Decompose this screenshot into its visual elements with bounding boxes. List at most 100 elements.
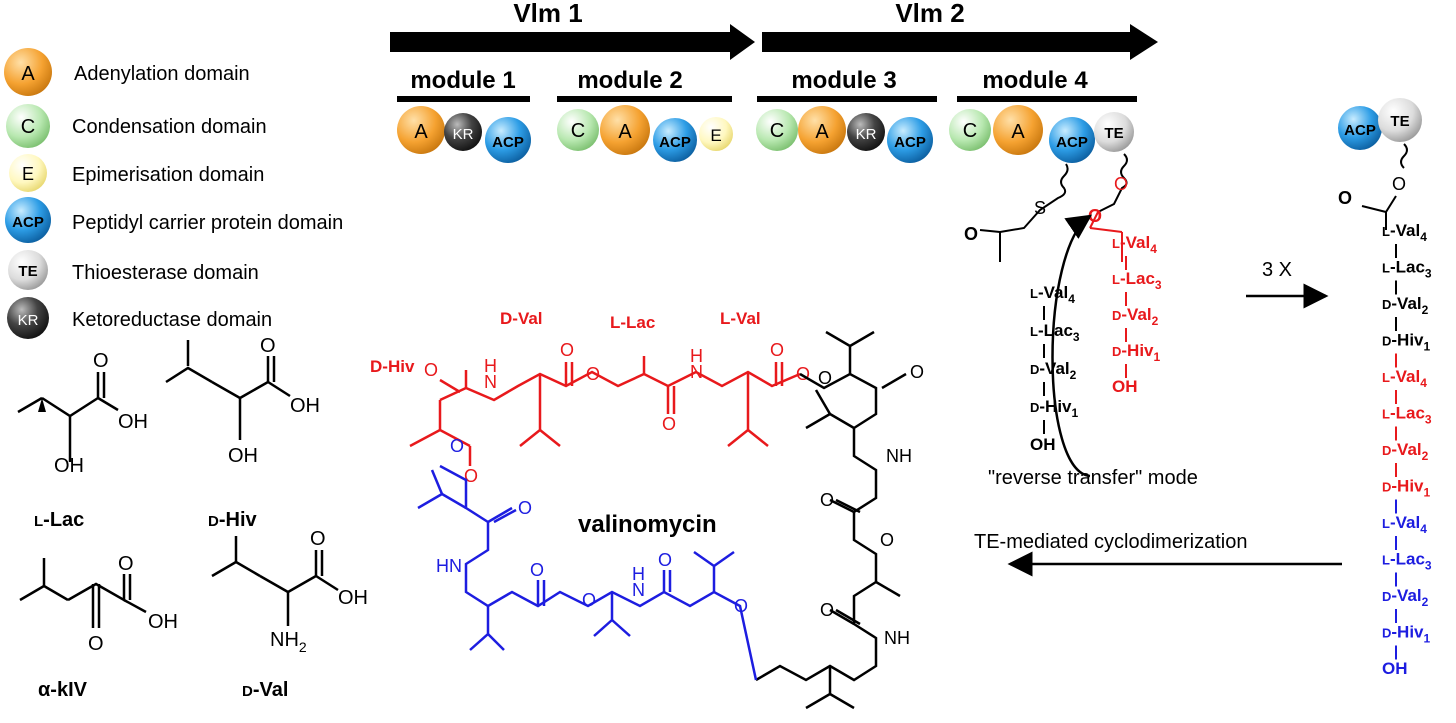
svg-text:O: O (424, 360, 438, 380)
svg-text:HN: HN (436, 556, 462, 576)
repeat-label: 3 X (1262, 259, 1292, 281)
residue-label: L-Val (720, 309, 761, 328)
domain-label: ACP (894, 134, 926, 151)
chain-residue: L-Lac3 (1382, 404, 1432, 427)
gene-arrow-vlm2: Vlm 2 (762, 0, 1158, 60)
svg-text:OH: OH (290, 395, 320, 417)
domain-label: A (414, 121, 428, 143)
chain-residue: L-Val4 (1382, 513, 1427, 536)
domain-label: ACP (659, 134, 691, 151)
svg-text:N: N (690, 362, 703, 382)
svg-text:O: O (1114, 174, 1128, 194)
adenylation-domain (993, 105, 1043, 155)
legend-item-adenylation: A Adenylation domain (4, 48, 250, 96)
monomer-name: D-Hiv (208, 509, 258, 531)
valinomycin-black-atoms: O O NH O O O NH (818, 362, 924, 648)
adenylation-domain (397, 106, 445, 154)
monomer-d-val (211, 536, 339, 626)
condensation-domain (949, 109, 991, 151)
legend: A Adenylation domain C Condensation doma… (4, 48, 343, 339)
svg-text:OH: OH (118, 411, 148, 433)
svg-text:O: O (88, 633, 104, 655)
epimerisation-domain (699, 117, 733, 151)
svg-text:TE: TE (18, 263, 37, 280)
cyclodimerization-label: TE-mediated cyclodimerization (974, 531, 1247, 553)
residue-label: D-Hiv (370, 357, 415, 376)
svg-text:O: O (560, 340, 574, 360)
svg-text:TE: TE (1390, 113, 1409, 130)
chain-residue: L-Val4 (1112, 233, 1157, 256)
chain-residue: L-Lac3 (1112, 269, 1162, 292)
chain-residue: L-Val4 (1382, 367, 1427, 390)
chain-residue: L-Lac3 (1382, 550, 1432, 573)
svg-text:O: O (734, 596, 748, 616)
peptidyl-carrier-protein-domain (485, 117, 531, 163)
gene-arrow-vlm1: Vlm 1 (390, 0, 755, 60)
svg-text:O: O (820, 490, 834, 510)
svg-text:O: O (662, 414, 676, 434)
module-3-domains: C A KR ACP (756, 106, 933, 163)
chain-residue: D-Val2 (1382, 586, 1429, 609)
domain-label: ACP (1056, 134, 1088, 151)
chain-residue: D-Hiv1 (1112, 341, 1161, 364)
peptidyl-carrier-protein-domain (1049, 117, 1095, 163)
svg-text:Thioesterase domain: Thioesterase domain (72, 262, 259, 284)
svg-text:OH: OH (338, 587, 368, 609)
svg-text:OH: OH (148, 611, 178, 633)
monomer-name: L-Lac (34, 509, 84, 531)
domain-label: C (963, 120, 977, 142)
svg-text:N: N (484, 372, 497, 392)
module-bar (557, 96, 732, 102)
valinomycin-blue-atoms: O O HN O O H N O O (436, 436, 748, 616)
svg-text:O: O (450, 436, 464, 456)
monomer-name: α-kIV (38, 679, 88, 701)
chain-residue: L-Lac3 (1382, 258, 1432, 281)
monomer-l-lac-labels: O OH OH L-Lac (34, 350, 148, 531)
domain-label: A (618, 121, 632, 143)
module-label: module 3 (791, 67, 896, 94)
module-2: module 2 (557, 67, 732, 102)
svg-text:O: O (530, 560, 544, 580)
svg-text:O: O (964, 224, 978, 244)
svg-text:O: O (1088, 206, 1102, 226)
svg-text:O: O (1392, 174, 1406, 194)
svg-text:NH: NH (886, 446, 912, 466)
monomer-d-val-labels: O OH NH2 D-Val (242, 528, 368, 701)
svg-text:O: O (770, 340, 784, 360)
svg-text:NH: NH (884, 628, 910, 648)
svg-text:NH2: NH2 (270, 629, 307, 655)
domain-label: C (571, 120, 585, 142)
monomer-alpha-kiv-labels: O OH O α-kIV (38, 553, 178, 701)
svg-text:O: O (518, 498, 532, 518)
monomer-name: D-Val (242, 679, 288, 701)
legend-item-acp: ACP Peptidyl carrier protein domain (5, 197, 343, 243)
svg-text:Ketoreductase domain: Ketoreductase domain (72, 309, 272, 331)
svg-text:O: O (658, 550, 672, 570)
monomer-alpha-kiv (19, 558, 147, 628)
residue-label: D-Val (500, 309, 543, 328)
reverse-transfer-label: "reverse transfer" mode (988, 467, 1198, 489)
valinomycin-red-segment (409, 356, 801, 466)
tether-acp-chain (979, 163, 1069, 262)
domain-label: ACP (492, 134, 524, 151)
chain-residue: L-Val4 (1030, 283, 1075, 306)
legend-item-ketoreductase: KR Ketoreductase domain (7, 297, 272, 339)
condensation-domain (557, 109, 599, 151)
legend-item-condensation: C Condensation domain (6, 104, 267, 148)
svg-text:O: O (93, 350, 109, 372)
svg-text:ACP: ACP (12, 214, 44, 231)
product-label: valinomycin (578, 511, 717, 538)
svg-text:O: O (310, 528, 326, 550)
legend-item-thioesterase: TE Thioesterase domain (8, 250, 259, 290)
chain-residue: D-Hiv1 (1382, 331, 1431, 354)
ketoreductase-domain (847, 113, 885, 151)
svg-text:O: O (1338, 188, 1352, 208)
svg-text:O: O (464, 466, 478, 486)
svg-text:OH: OH (228, 445, 258, 467)
svg-text:O: O (910, 362, 924, 382)
svg-text:H: H (484, 356, 497, 376)
adenylation-domain (600, 105, 650, 155)
svg-text:O: O (118, 553, 134, 575)
